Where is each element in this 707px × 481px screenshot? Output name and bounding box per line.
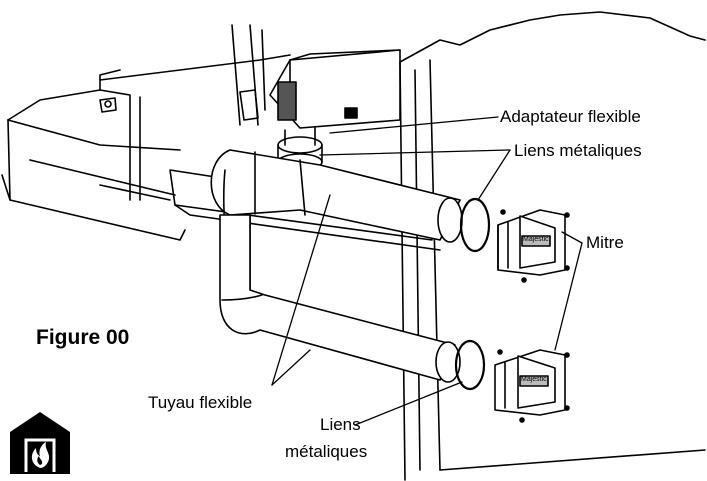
callout-clamps-bottom-1: Liens: [320, 415, 361, 434]
metal-clamps: [454, 197, 491, 391]
cap-badge-lower: Majestic: [521, 376, 547, 383]
lower-flex-pipe: [219, 214, 461, 383]
callout-pipe: Tuyau flexible: [148, 393, 253, 412]
callout-mitre: Mitre: [586, 233, 624, 252]
callout-adapter: Adaptateur flexible: [500, 107, 641, 126]
floor-structure: [1, 24, 291, 241]
gas-flame-icon: [10, 412, 70, 474]
figure-label: Figure 00: [36, 326, 130, 349]
mitre-cap-upper: [497, 209, 570, 283]
mitre-cap-lower: [494, 349, 570, 423]
cap-badge-upper: Majestic: [523, 236, 549, 243]
callout-clamps-bottom-2: métaliques: [285, 442, 368, 461]
leader-lines: [271, 116, 583, 426]
fireplace-box: [99, 49, 401, 129]
exterior-wall: [399, 11, 706, 481]
callout-clamps-top: Liens métaliques: [514, 141, 642, 160]
